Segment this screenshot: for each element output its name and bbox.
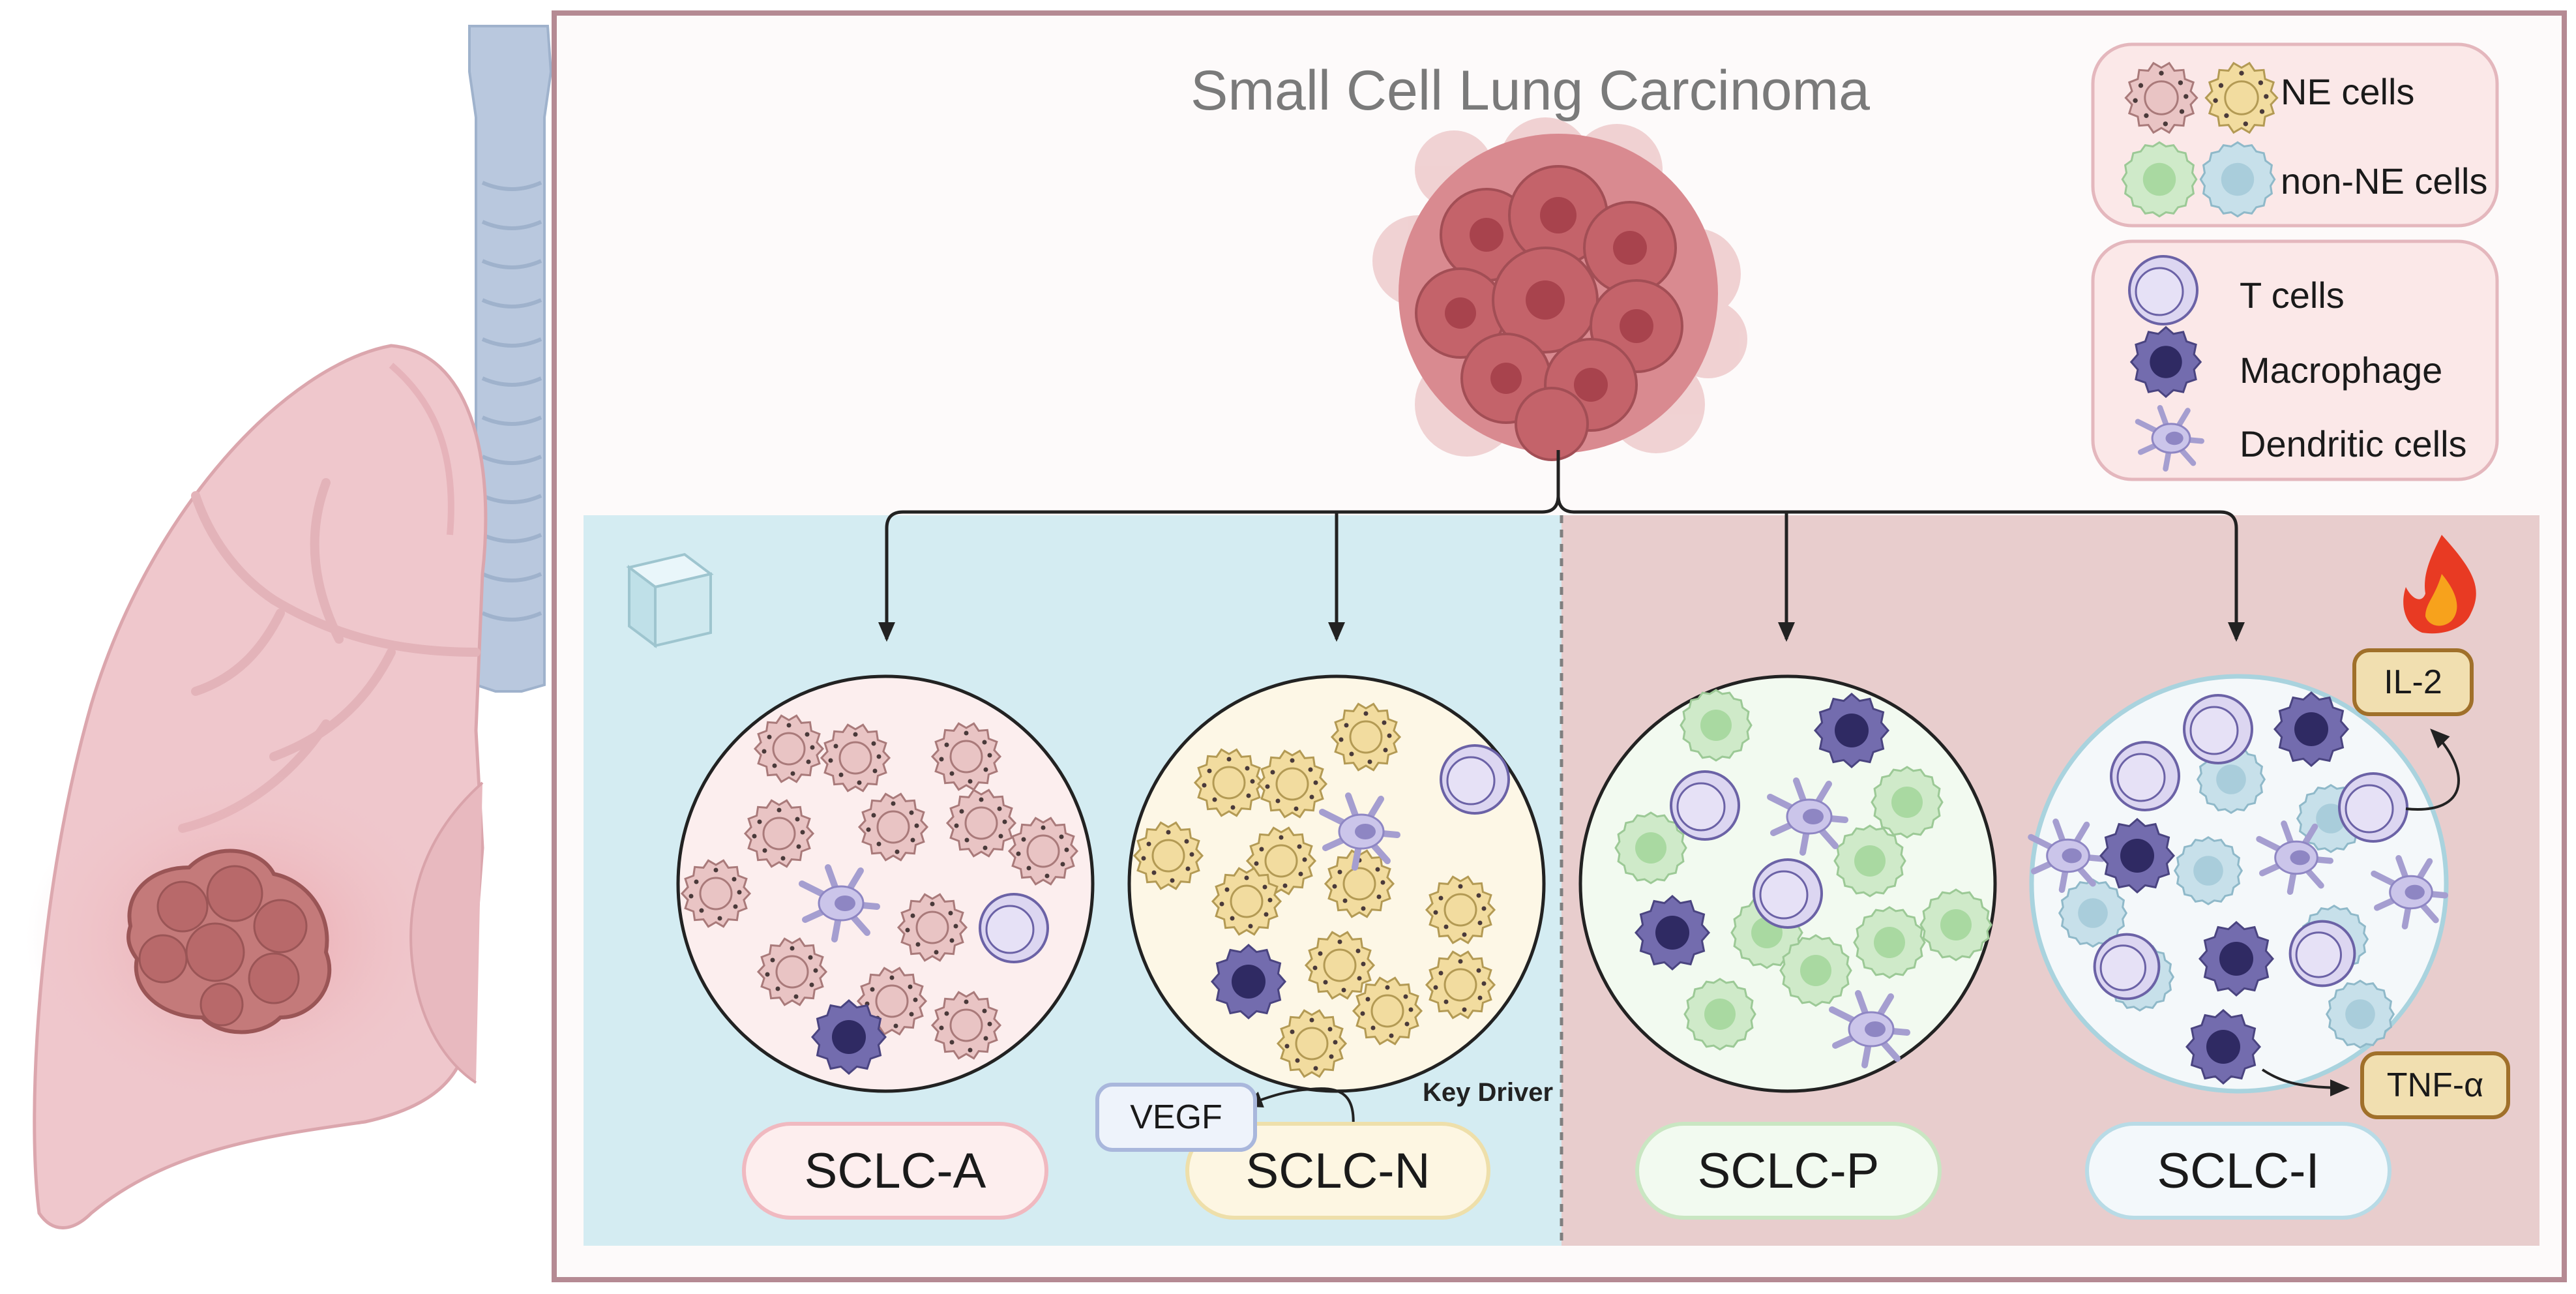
- macrophage: [2099, 818, 2175, 894]
- legend-macrophage-label: Macrophage: [2240, 350, 2443, 391]
- dendritic-cell: [2371, 855, 2448, 929]
- non-ne-cell: [1683, 978, 1756, 1051]
- legend-non-ne-cells-label: non-NE cells: [2281, 160, 2488, 202]
- non-ne-cell: [2325, 979, 2395, 1049]
- ne-cell: [2204, 61, 2279, 134]
- non-ne-cell: [1614, 811, 1687, 884]
- non-ne-cell: [1680, 689, 1753, 762]
- ne-cell: [930, 991, 1002, 1060]
- ne-cell: [1211, 867, 1282, 936]
- legend-dendritic-cells-label: Dendritic cells: [2240, 423, 2467, 464]
- trachea: [468, 25, 553, 693]
- diagram-title: Small Cell Lung Carcinoma: [1191, 59, 1870, 122]
- ne-cell: [1007, 817, 1079, 886]
- ne-cell: [857, 792, 929, 862]
- ne-cell: [1425, 875, 1496, 944]
- legend-ne-cells-label: NE cells: [2281, 71, 2415, 112]
- dendritic-cell: [2256, 820, 2333, 895]
- ne-cell: [1256, 749, 1328, 819]
- non-ne-cell: [1779, 934, 1852, 1007]
- ne-cell: [1133, 821, 1204, 890]
- central-tumor: [1372, 117, 1747, 461]
- dendritic-cell: [1767, 777, 1848, 856]
- ne-cell: [753, 714, 825, 783]
- t-cell: [1670, 770, 1740, 841]
- sclc-i-label: SCLC-I: [2085, 1122, 2391, 1220]
- non-ne-cell: [2058, 878, 2128, 948]
- ne-cell: [1276, 1009, 1348, 1078]
- ne-cell: [680, 859, 752, 928]
- non-ne-cell: [1833, 824, 1906, 897]
- dendritic-cell: [2028, 819, 2105, 893]
- dendritic-cell: [2135, 405, 2204, 472]
- t-cell: [2093, 933, 2161, 1001]
- flame-icon: [2403, 535, 2476, 634]
- sclc-p-label: SCLC-P: [1635, 1122, 1942, 1220]
- non-ne-cell: [2199, 141, 2276, 218]
- ne-cell: [896, 893, 968, 962]
- il2-tag: IL-2: [2352, 648, 2474, 716]
- macrophage: [811, 999, 887, 1075]
- key-driver-label: Key Driver: [1423, 1078, 1554, 1107]
- t-cell: [2110, 741, 2180, 811]
- macrophage: [1814, 693, 1889, 768]
- non-ne-cell: [1853, 906, 1926, 979]
- non-ne-cell: [1919, 888, 1992, 961]
- non-ne-cell: [2173, 835, 2243, 906]
- dendritic-cell: [1829, 990, 1910, 1068]
- t-cell: [2128, 255, 2198, 325]
- macrophage: [2198, 921, 2274, 997]
- t-cell: [2183, 694, 2253, 764]
- trachea-rings: [481, 181, 542, 622]
- legend-t-cells-label: T cells: [2240, 275, 2345, 316]
- t-cell: [1440, 744, 1510, 815]
- macrophage: [1635, 895, 1710, 970]
- t-cell: [2288, 920, 2356, 987]
- ne-cell: [2124, 61, 2198, 134]
- macrophage: [2273, 691, 2349, 767]
- ne-cell: [1304, 931, 1376, 1000]
- ne-cell: [1330, 702, 1402, 772]
- sclc-n-label: SCLC-N: [1185, 1122, 1490, 1220]
- non-ne-cell: [1871, 766, 1944, 839]
- cytokine-arrows: [1243, 729, 2460, 1132]
- ne-cell: [930, 722, 1002, 791]
- t-cell: [979, 893, 1049, 963]
- ne-cell: [743, 799, 815, 868]
- dendritic-cell: [799, 864, 880, 942]
- vegf-tag: VEGF: [1095, 1083, 1257, 1152]
- ne-cell: [1425, 950, 1496, 1019]
- macrophage: [2185, 1009, 2261, 1085]
- macrophage: [2129, 325, 2202, 399]
- non-ne-cell: [2121, 141, 2198, 218]
- t-cell: [1753, 858, 1823, 929]
- macrophage: [1211, 944, 1286, 1019]
- branch-arrows: [878, 450, 2245, 642]
- ne-cell: [1193, 748, 1265, 817]
- dendritic-cell: [1319, 792, 1400, 871]
- ne-cell: [945, 789, 1017, 858]
- ne-cell: [820, 723, 891, 792]
- tnf-alpha-tag: TNF-α: [2360, 1051, 2510, 1119]
- sclc-a-label: SCLC-A: [742, 1122, 1048, 1220]
- ne-cell: [756, 937, 828, 1006]
- ice-cube-icon: [626, 552, 714, 648]
- t-cell: [2338, 772, 2408, 843]
- lung-illustration: [26, 25, 553, 1229]
- ne-cell: [1324, 849, 1395, 918]
- lung-tumor: [126, 849, 332, 1034]
- ne-cell: [1352, 976, 1423, 1046]
